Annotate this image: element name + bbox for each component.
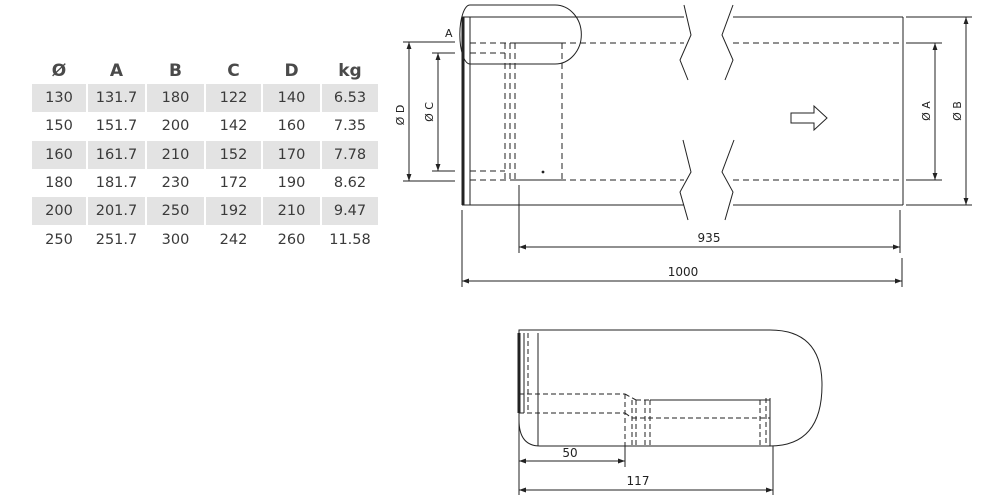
detail-a-view — [517, 329, 823, 447]
dimension-c-label: Ø C — [423, 102, 436, 122]
header-kg: kg — [338, 61, 362, 81]
table-cell: 201.7 — [88, 197, 145, 226]
table-cell: 172 — [219, 175, 248, 192]
dimension-50-label: 50 — [562, 446, 577, 460]
table-cell: 200 — [32, 197, 86, 226]
marker-dot — [541, 170, 545, 174]
table-cell: 180 — [147, 84, 204, 113]
table-cell: 151.7 — [95, 118, 138, 135]
dimension-50 — [518, 420, 626, 467]
detail-a-label: A — [445, 27, 453, 40]
table-row: 130 131.7 180 122 140 6.53 — [32, 84, 378, 113]
dimension-1000 — [461, 210, 903, 287]
dimension-117-label: 117 — [627, 474, 650, 488]
dimension-b-label: Ø B — [951, 101, 964, 121]
dimension-d-label: Ø D — [394, 105, 407, 126]
table-cell: 250 — [45, 231, 73, 248]
header-d: D — [284, 61, 299, 81]
dimension-935-label: 935 — [698, 231, 721, 245]
table-cell: 7.35 — [333, 118, 367, 135]
table-row: 180 181.7 230 172 190 8.62 — [32, 169, 378, 197]
table-cell: 200 — [161, 118, 190, 135]
table-cell: 150 — [45, 118, 73, 135]
table-cell: 130 — [32, 84, 86, 113]
header-c: C — [227, 61, 240, 81]
table-row: 150 151.7 200 142 160 7.35 — [32, 112, 378, 140]
dimension-a — [906, 42, 942, 181]
table-cell: 11.58 — [329, 231, 371, 248]
table-cell: 230 — [161, 175, 190, 192]
dimension-a-label: Ø A — [920, 101, 933, 121]
table-cell: 161.7 — [88, 140, 145, 169]
table-header-row: Ø A B C D kg — [32, 58, 378, 84]
dimension-c — [432, 52, 455, 172]
table-row: 250 251.7 300 242 260 11.58 — [32, 225, 378, 253]
header-a: A — [109, 61, 124, 81]
dimension-1000-label: 1000 — [668, 265, 699, 279]
table-cell: 260 — [277, 231, 306, 248]
dimension-117 — [518, 446, 774, 495]
table-cell: 142 — [219, 118, 248, 135]
table-cell: 192 — [206, 197, 261, 226]
table-cell: 180 — [45, 175, 73, 192]
table-cell: 242 — [219, 231, 248, 248]
table-cell: 210 — [263, 197, 320, 226]
header-diameter: Ø — [51, 61, 67, 81]
table-cell: 210 — [147, 140, 204, 169]
table-cell: 7.78 — [322, 140, 378, 169]
table-cell: 181.7 — [95, 175, 138, 192]
dimension-935 — [518, 185, 901, 253]
table-cell: 122 — [206, 84, 261, 113]
table-cell: 131.7 — [88, 84, 145, 113]
table-row: 160 161.7 210 152 170 7.78 — [32, 140, 378, 169]
header-b: B — [169, 61, 182, 81]
table-cell: 8.62 — [333, 175, 367, 192]
table-cell: 152 — [206, 140, 261, 169]
table-cell: 9.47 — [322, 197, 378, 226]
table-cell: 170 — [263, 140, 320, 169]
dimension-table: Ø A B C D kg 130 131.7 180 122 140 6.53 … — [30, 58, 380, 254]
table-cell: 160 — [32, 140, 86, 169]
table-cell: 250 — [147, 197, 204, 226]
pipe-side-view — [459, 4, 904, 221]
table-cell: 6.53 — [322, 84, 378, 113]
table-cell: 300 — [161, 231, 190, 248]
table-row: 200 201.7 250 192 210 9.47 — [32, 197, 378, 226]
table-cell: 190 — [277, 175, 306, 192]
table-cell: 251.7 — [95, 231, 138, 248]
dimension-d — [403, 41, 455, 182]
table-cell: 140 — [263, 84, 320, 113]
dimension-b — [906, 16, 972, 206]
table-cell: 160 — [277, 118, 306, 135]
